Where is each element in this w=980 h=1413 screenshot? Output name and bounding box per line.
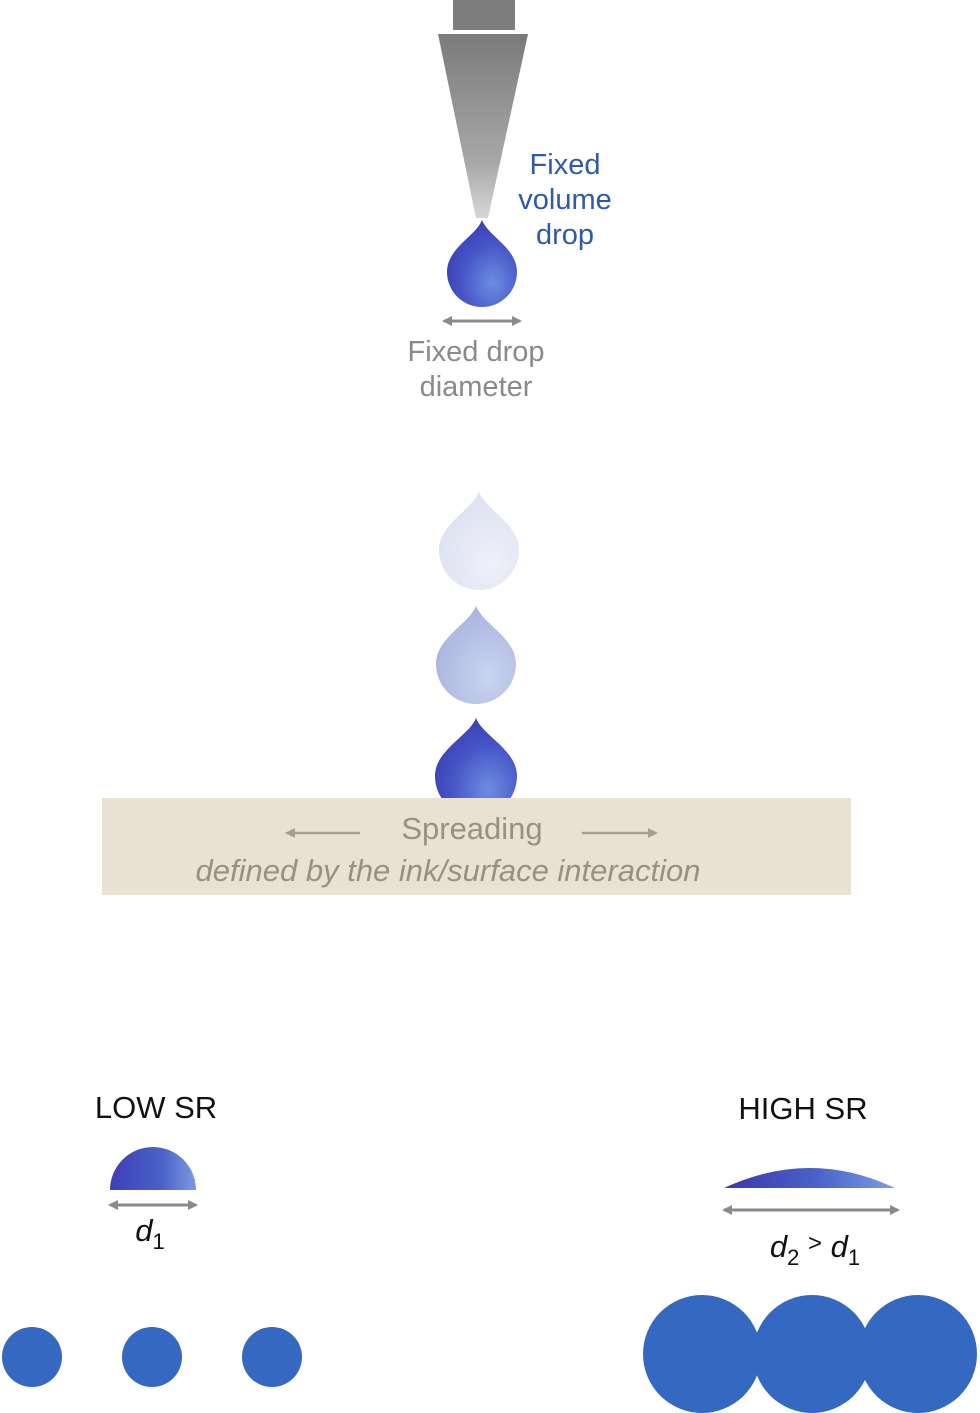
low-sr-dot bbox=[242, 1327, 302, 1387]
high-sr-dots bbox=[643, 1295, 977, 1413]
d1-subscript: 1 bbox=[847, 1245, 861, 1270]
greater-than-sign: > bbox=[807, 1230, 822, 1257]
spreading-subtitle: defined by the ink/surface interaction bbox=[195, 853, 701, 888]
high-sr-title: HIGH SR bbox=[738, 1091, 868, 1126]
substrate bbox=[102, 798, 851, 895]
high-sr-drop-lens bbox=[724, 1168, 895, 1188]
low-sr-title: LOW SR bbox=[94, 1090, 218, 1125]
nozzle-cap bbox=[453, 0, 515, 30]
d1-symbol: d bbox=[135, 1213, 153, 1248]
high-sr-diameter-label: d2 > d1 bbox=[740, 1228, 890, 1270]
d2-symbol: d bbox=[769, 1229, 788, 1264]
d1-symbol: d bbox=[830, 1229, 848, 1264]
falling-drop-mid bbox=[436, 606, 516, 704]
low-sr-dot bbox=[2, 1327, 62, 1387]
falling-drop-landing bbox=[435, 718, 517, 817]
nozzle-cone bbox=[438, 34, 528, 218]
fixed-volume-drop-label: Fixed volume drop bbox=[518, 149, 612, 251]
d1-subscript: 1 bbox=[152, 1229, 165, 1254]
nozzle bbox=[438, 0, 528, 218]
high-sr-dot bbox=[753, 1295, 871, 1413]
falling-drop-faint bbox=[439, 492, 519, 590]
fixed-drop-diameter-label: Fixed drop diameter bbox=[407, 336, 545, 403]
high-sr-dot bbox=[859, 1295, 977, 1413]
nozzle-drop bbox=[447, 220, 517, 307]
low-sr-diameter-label: d1 bbox=[118, 1212, 182, 1254]
low-sr-dot bbox=[122, 1327, 182, 1387]
spreading-title: Spreading bbox=[401, 811, 543, 846]
high-sr-dot bbox=[643, 1295, 761, 1413]
low-sr-drop-cap bbox=[110, 1147, 196, 1190]
d2-subscript: 2 bbox=[787, 1245, 800, 1270]
low-sr-dots bbox=[2, 1327, 302, 1387]
